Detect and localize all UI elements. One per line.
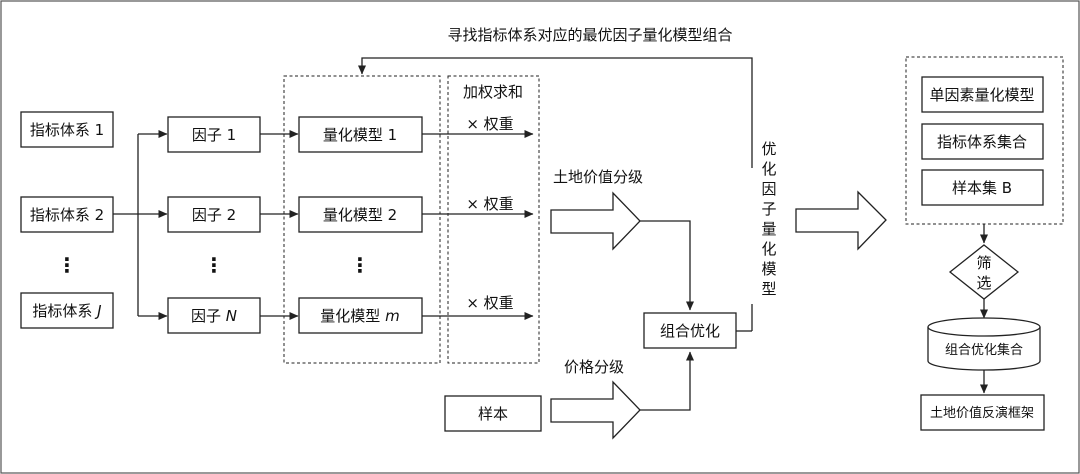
indicator-2: 指标体系 2 [20, 196, 114, 233]
weight-label-2: × 权重 [466, 195, 513, 213]
svg-text:选: 选 [976, 274, 991, 292]
factor-n: 因子 N [167, 297, 261, 334]
sample-set-box: 样本集 B [921, 169, 1044, 206]
indicator-1: 指标体系 1 [20, 111, 114, 148]
factor-ellipsis: ⋮ [204, 253, 224, 277]
svg-text:量化模型 1: 量化模型 1 [323, 126, 397, 144]
single-model-box: 单因素量化模型 [921, 76, 1044, 113]
svg-text:土地价值反演框架: 土地价值反演框架 [930, 405, 1034, 421]
vertical-label: 优 化 因 子 量 化 模 型 [761, 140, 776, 298]
weight-label-1: × 权重 [466, 115, 513, 133]
svg-text:因子 2: 因子 2 [192, 206, 236, 224]
svg-text:组合优化: 组合优化 [660, 322, 720, 340]
svg-text:量: 量 [761, 220, 776, 238]
svg-text:单因素量化模型: 单因素量化模型 [929, 86, 1034, 104]
model-group-box [283, 75, 441, 364]
svg-text:因: 因 [761, 180, 776, 198]
combine-box: 组合优化 [643, 312, 737, 349]
indicator-j: 指标体系 J [20, 292, 114, 329]
svg-text:子: 子 [761, 200, 776, 218]
factor-2: 因子 2 [167, 196, 261, 233]
filter-diamond: 筛 选 [948, 244, 1020, 300]
factor-1: 因子 1 [167, 116, 261, 153]
weighted-sum-label: 加权求和 [463, 83, 523, 101]
arrow-price-to-combine [640, 351, 694, 411]
svg-text:指标体系 J: 指标体系 J [32, 302, 101, 320]
model-ellipsis: ⋮ [350, 253, 370, 277]
land-grade-label: 土地价值分级 [553, 168, 643, 186]
land-grade-fat-arrow [550, 191, 641, 251]
svg-text:模: 模 [761, 260, 776, 278]
to-panel-fat-arrow [795, 190, 887, 251]
svg-text:指标体系 2: 指标体系 2 [30, 206, 104, 224]
price-grade-label: 价格分级 [564, 358, 624, 376]
svg-text:样本集 B: 样本集 B [952, 179, 1012, 197]
weighted-sum-box [447, 75, 540, 364]
price-grade-fat-arrow [550, 380, 641, 440]
combo-set-database-icon: 组合优化集合 [927, 317, 1041, 371]
sample-box: 样本 [444, 395, 542, 432]
svg-text:化: 化 [761, 160, 776, 178]
svg-text:因子 1: 因子 1 [192, 126, 236, 144]
svg-text:筛: 筛 [976, 254, 991, 272]
arrow-land-to-combine [640, 220, 694, 311]
svg-text:组合优化集合: 组合优化集合 [945, 342, 1023, 358]
top-label: 寻找指标体系对应的最优因子量化模型组合 [447, 26, 732, 44]
framework-box: 土地价值反演框架 [920, 394, 1045, 431]
svg-text:量化模型 m: 量化模型 m [320, 307, 399, 325]
svg-text:型: 型 [761, 280, 776, 298]
model-m: 量化模型 m [298, 297, 423, 334]
indicator-ellipsis: ⋮ [57, 253, 77, 277]
model-2: 量化模型 2 [298, 196, 423, 233]
weight-label-m: × 权重 [466, 294, 513, 312]
svg-text:指标体系集合: 指标体系集合 [937, 133, 1027, 151]
svg-text:样本: 样本 [478, 405, 508, 423]
svg-text:因子 N: 因子 N [191, 307, 237, 325]
svg-text:优: 优 [761, 140, 776, 158]
svg-text:量化模型 2: 量化模型 2 [323, 206, 397, 224]
model-1: 量化模型 1 [298, 116, 423, 153]
svg-text:化: 化 [761, 240, 776, 258]
feedback-arrow [358, 57, 753, 168]
indicator-set-box: 指标体系集合 [921, 123, 1044, 160]
svg-text:指标体系 1: 指标体系 1 [30, 121, 104, 139]
